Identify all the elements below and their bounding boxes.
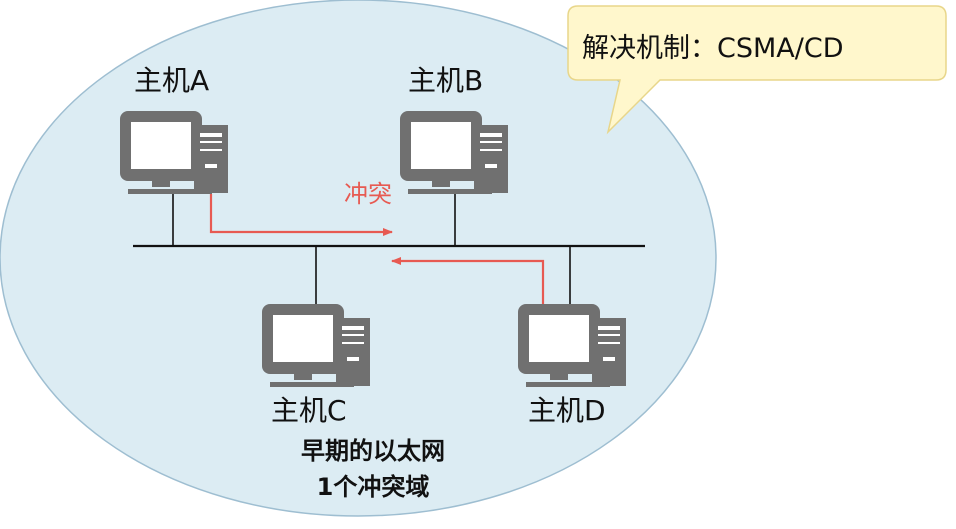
arrow-from-host-d [391, 257, 545, 305]
caption-line-2: 1个冲突域 [317, 473, 430, 501]
host-c-label: 主机C [271, 394, 347, 427]
host-a-label: 主机A [134, 64, 209, 97]
host-d-label: 主机D [528, 394, 606, 427]
arrow-from-host-a [209, 194, 393, 236]
collision-label: 冲突 [344, 180, 392, 208]
host-b-label: 主机B [408, 64, 483, 97]
callout-bubble: 解决机制：CSMA/CD [567, 5, 947, 135]
callout-shape [567, 5, 947, 135]
caption-line-1: 早期的以太网 [301, 437, 445, 465]
watermark-text: 掘金技术社区 @ 水蓝烟雨 [693, 486, 949, 511]
collision-arrows [209, 194, 545, 305]
callout-text: 解决机制：CSMA/CD [582, 33, 844, 64]
